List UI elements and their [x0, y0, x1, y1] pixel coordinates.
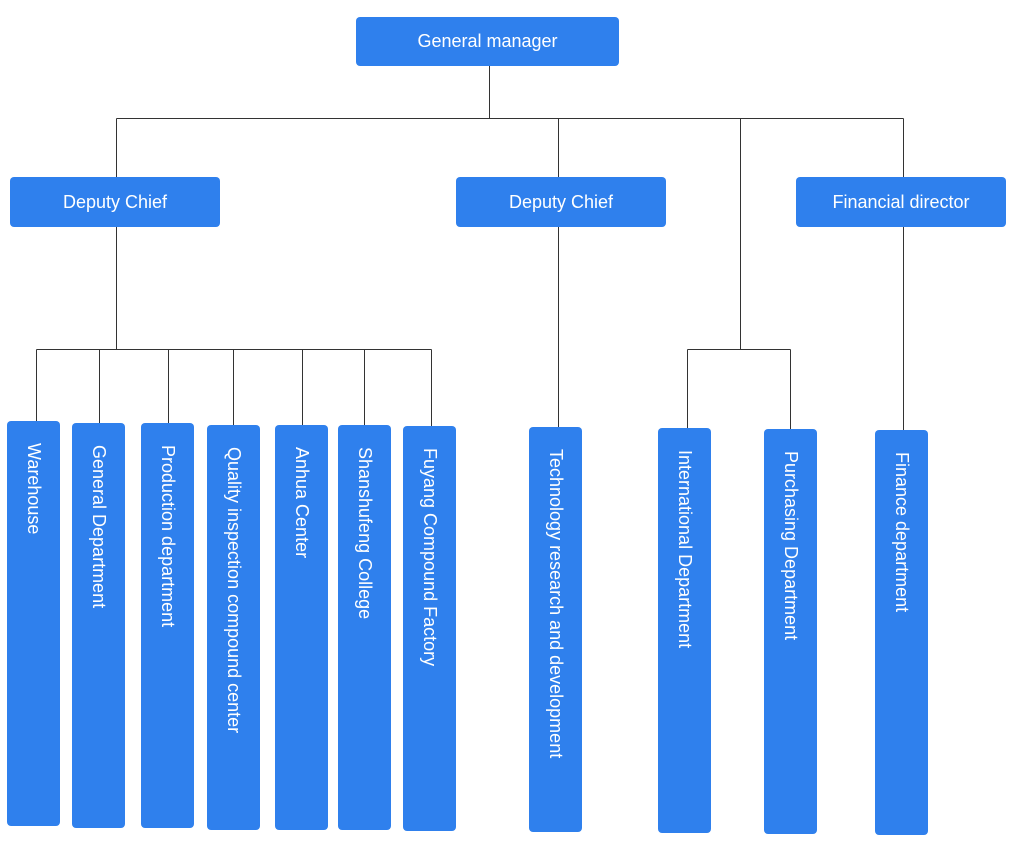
- node-anhua-center: Anhua Center: [275, 425, 328, 830]
- node-deputy-chief-2: Deputy Chief: [456, 177, 666, 227]
- node-label: Anhua Center: [292, 447, 312, 559]
- node-label: Deputy Chief: [62, 191, 168, 212]
- node-general-manager: General manager: [356, 17, 619, 66]
- node-shanshufeng-college: Shanshufeng College: [338, 425, 391, 830]
- node-quality-inspection-center: Quality inspection compound center: [207, 425, 260, 830]
- node-warehouse: Warehouse: [7, 421, 60, 826]
- node-label: Financial director: [832, 191, 970, 212]
- node-label: Warehouse: [24, 443, 44, 535]
- node-label: Deputy Chief: [508, 191, 614, 212]
- node-fuyang-compound-factory: Fuyang Compound Factory: [403, 426, 456, 831]
- node-label: Purchasing Department: [781, 451, 801, 641]
- node-label: Fuyang Compound Factory: [420, 448, 440, 667]
- node-label: Finance department: [892, 452, 912, 613]
- node-international-department: International Department: [658, 428, 711, 833]
- node-financial-director: Financial director: [796, 177, 1006, 227]
- node-production-department: Production department: [141, 423, 194, 828]
- node-technology-rd: Technology research and development: [529, 427, 582, 832]
- node-finance-department: Finance department: [875, 430, 928, 835]
- node-label: Shanshufeng College: [355, 447, 375, 620]
- node-label: General manager: [417, 31, 558, 51]
- node-label: General Department: [89, 445, 109, 609]
- node-general-department: General Department: [72, 423, 125, 828]
- node-label: Technology research and development: [546, 449, 566, 759]
- node-deputy-chief-1: Deputy Chief: [10, 177, 220, 227]
- node-purchasing-department: Purchasing Department: [764, 429, 817, 834]
- node-label: International Department: [675, 450, 695, 649]
- node-label: Quality inspection compound center: [224, 447, 244, 734]
- node-label: Production department: [158, 445, 178, 628]
